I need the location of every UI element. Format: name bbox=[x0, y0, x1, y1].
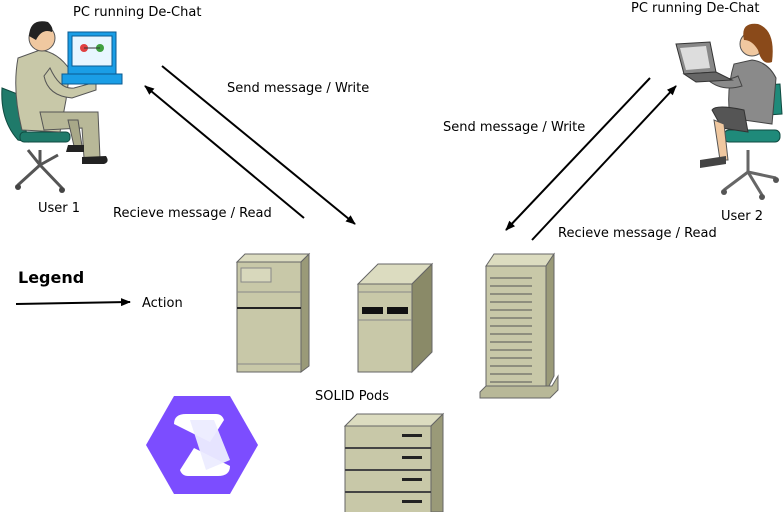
arrow-send-right bbox=[505, 77, 651, 231]
pc-right-label: PC running De-Chat bbox=[631, 1, 759, 16]
send-left-label: Send message / Write bbox=[227, 81, 369, 96]
desktop-server-icon bbox=[356, 262, 434, 374]
storage-server-icon bbox=[343, 412, 445, 516]
legend-title: Legend bbox=[18, 268, 84, 287]
user2-label: User 2 bbox=[721, 209, 763, 224]
arrow-recv-left bbox=[144, 85, 305, 219]
recv-left-label: Recieve message / Read bbox=[113, 206, 272, 221]
arrow-send-left bbox=[161, 65, 356, 225]
send-right-label: Send message / Write bbox=[443, 120, 585, 135]
rack-server-icon bbox=[479, 252, 559, 399]
legend-arrow bbox=[15, 298, 131, 307]
woman-at-laptop-icon bbox=[675, 23, 783, 200]
solid-logo-icon bbox=[146, 396, 258, 494]
user1-label: User 1 bbox=[38, 201, 80, 216]
pods-label: SOLID Pods bbox=[315, 389, 389, 404]
man-at-computer-icon bbox=[1, 21, 123, 193]
recv-right-label: Recieve message / Read bbox=[558, 226, 717, 241]
pc-left-label: PC running De-Chat bbox=[73, 5, 201, 20]
tower-server-icon bbox=[235, 252, 311, 373]
arrow-recv-right bbox=[531, 85, 677, 241]
legend-action-label: Action bbox=[142, 296, 183, 311]
